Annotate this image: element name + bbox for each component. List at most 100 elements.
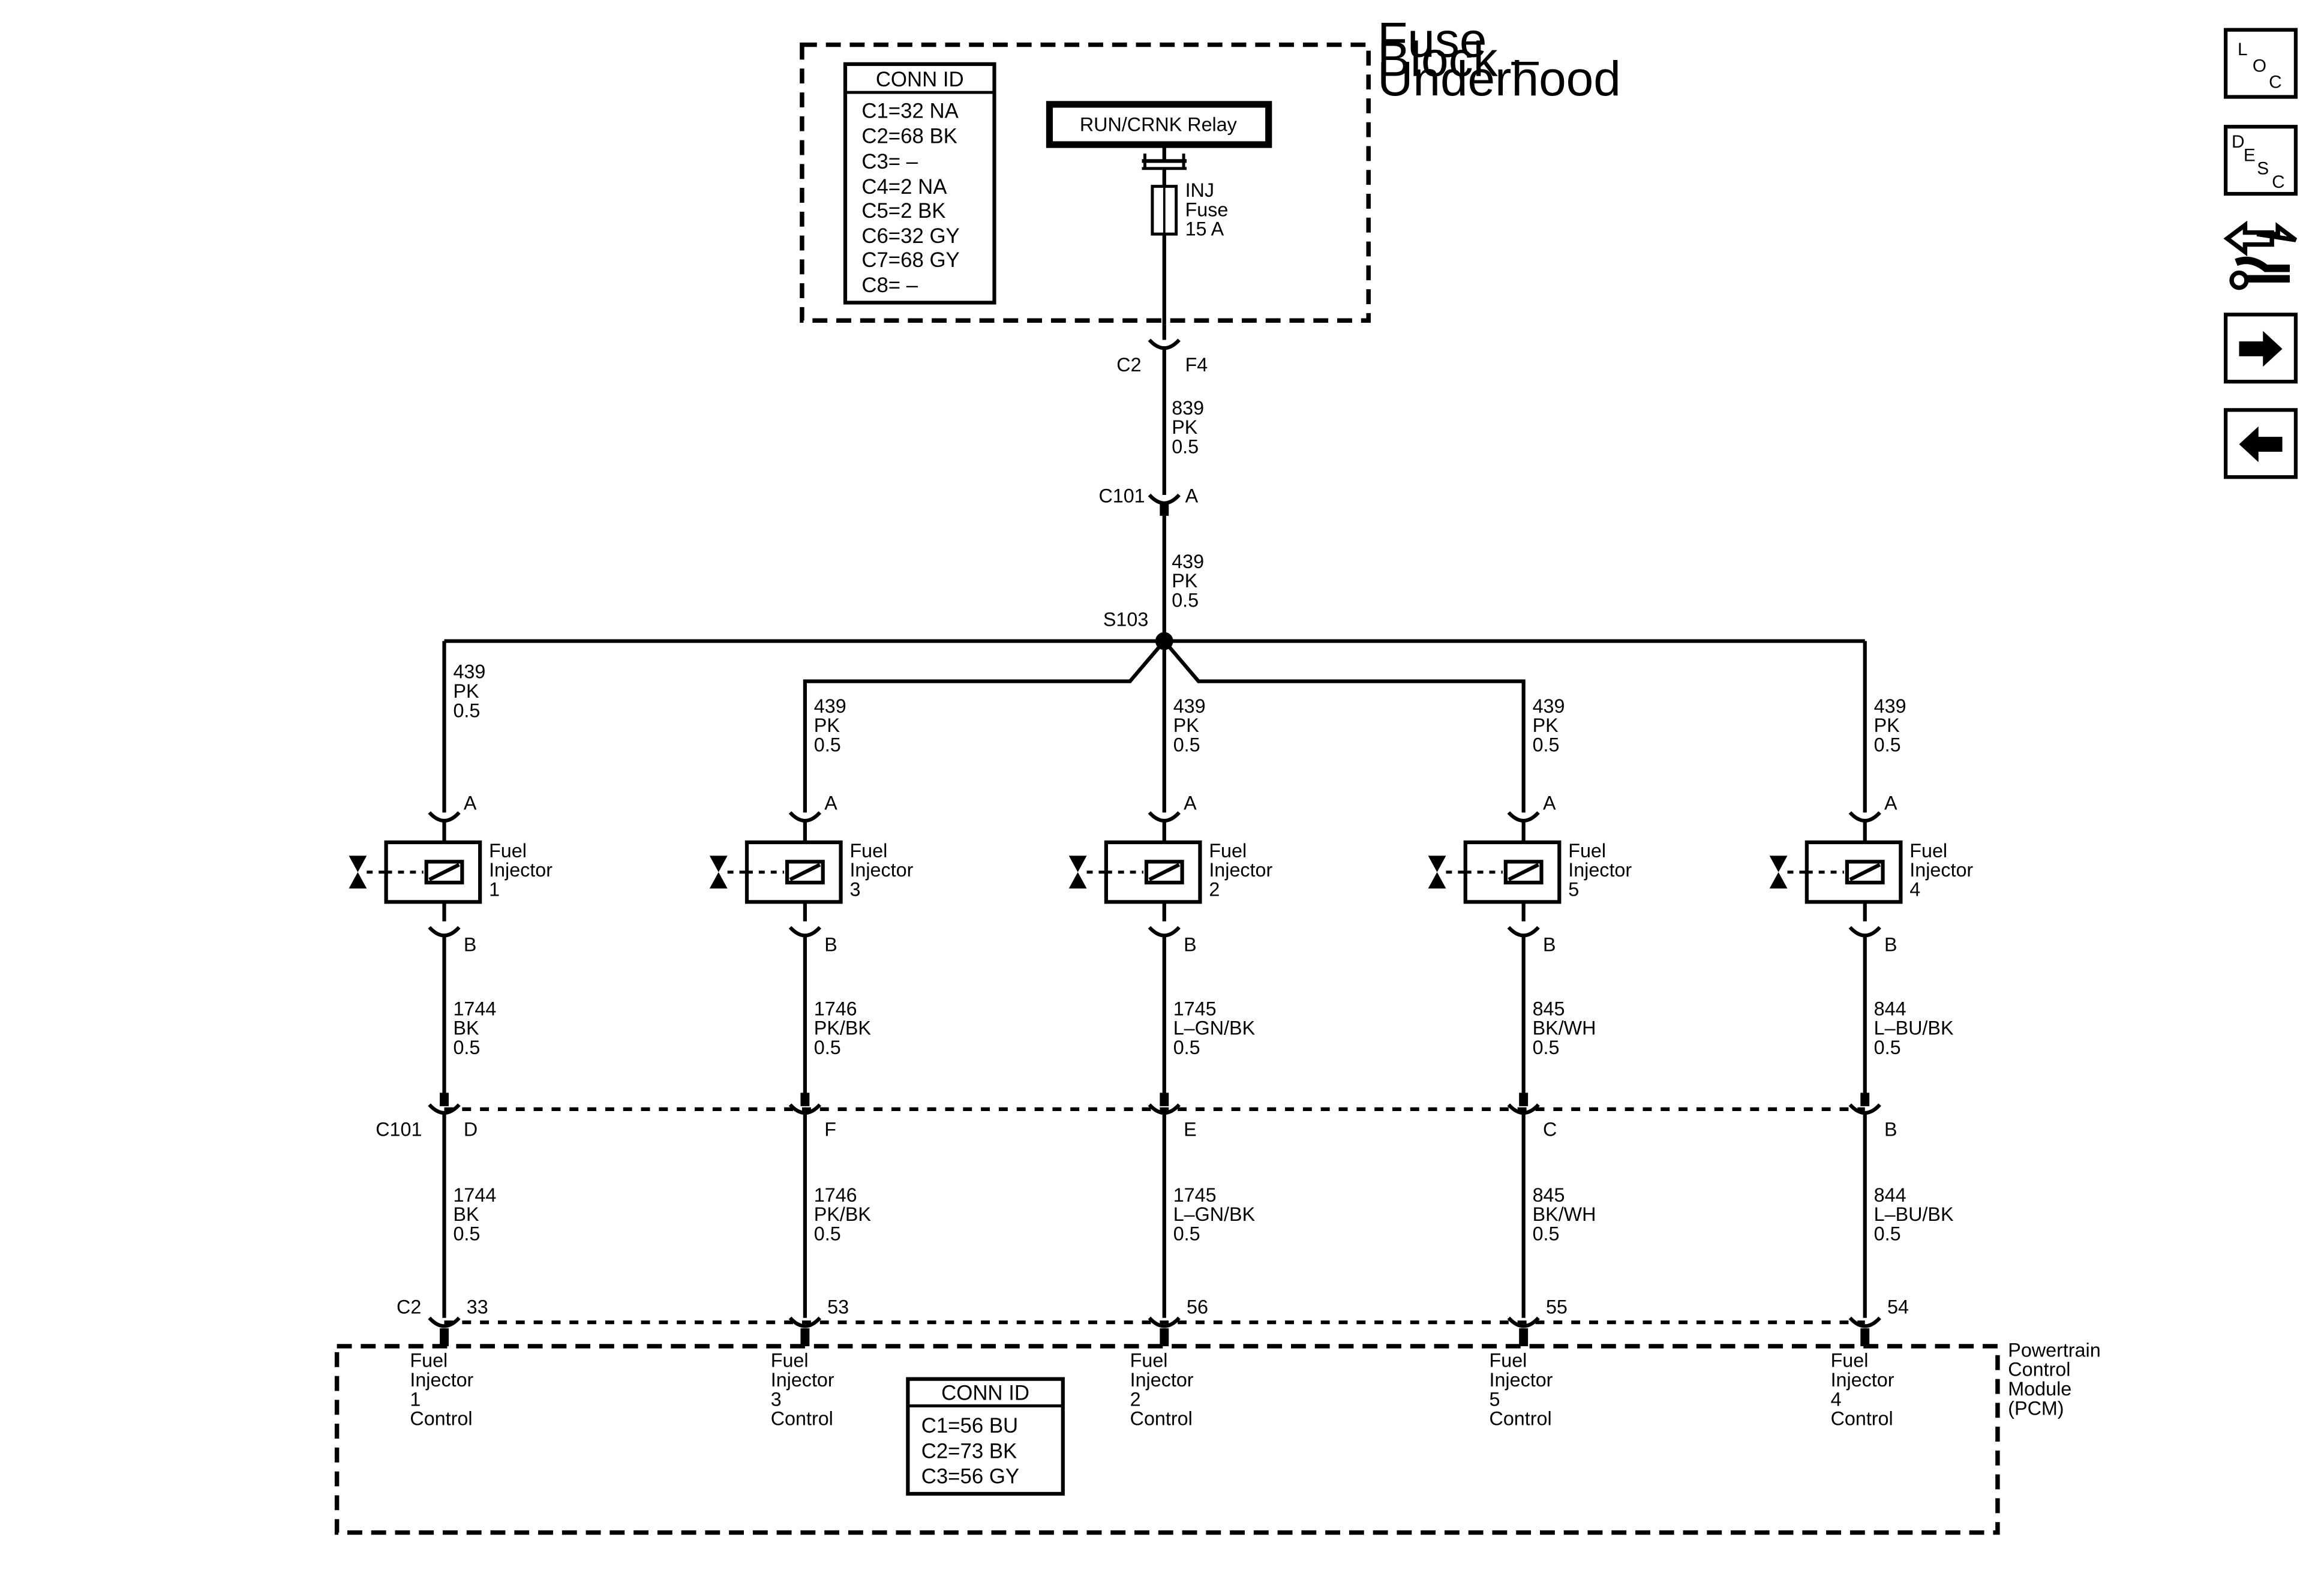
injector-2-ctrl-wire-label: 0.5	[814, 1037, 841, 1058]
lower-c2-label: C2	[397, 1296, 421, 1317]
injector-2-pin-b-label: B	[824, 933, 837, 955]
arrow-left-icon[interactable]	[2223, 408, 2298, 479]
injector-3-pcm-pin: 56	[1187, 1296, 1208, 1317]
injector-2-name: 3	[849, 878, 860, 900]
run-crnk-relay: RUN/CRNK Relay	[1046, 101, 1272, 170]
injector-4-ctrl-wire-label: 0.5	[1533, 1037, 1560, 1058]
injector-4-feed-wire-label: PK	[1533, 715, 1559, 736]
injector-3-pcm-connector	[1148, 1316, 1181, 1328]
pcm-conn-c2: C2=73 BK	[921, 1440, 1017, 1463]
injector-3-pcm-wire-label: 0.5	[1173, 1223, 1200, 1245]
fuse-conn-c1: C1=32 NA	[861, 100, 959, 122]
pcm-conn-c1: C1=56 BU	[921, 1415, 1018, 1437]
fuse-conn-c2: C2=68 BK	[861, 125, 957, 148]
injector-4-feed-wire-label: 0.5	[1533, 734, 1560, 755]
loc-button[interactable]: L O C	[2223, 28, 2298, 99]
injector-4-valve-icon	[1428, 855, 1446, 872]
top-c101-label: C101	[1098, 485, 1145, 506]
injector-2-feed-wire-label: PK	[814, 715, 840, 736]
injector-5-pcm-wire-label: 0.5	[1874, 1223, 1901, 1245]
pcm-title-3: Module	[2008, 1378, 2071, 1400]
desc-button[interactable]: D E S C	[2223, 125, 2298, 196]
injector-5-feed-wire-label: 0.5	[1874, 734, 1901, 755]
injector-2-ctrl-wire-label: 1746	[814, 998, 857, 1019]
top-c2-label: C2	[1116, 354, 1141, 376]
fuse-block-title-1: Fuse	[1377, 13, 1487, 67]
injector-4-pin-a-label: A	[1543, 792, 1556, 813]
lower-c101-label: C101	[376, 1119, 422, 1140]
injector-5-ctrl-wire-label: 844	[1874, 998, 1906, 1019]
injector-1-c101-pin: D	[464, 1119, 478, 1140]
injector-4-name: Injector	[1568, 859, 1632, 881]
relay-label: RUN/CRNK Relay	[1080, 114, 1238, 136]
injector-3-pin-b-connector	[1148, 926, 1181, 938]
injector-5-pcm-pin: 54	[1887, 1296, 1909, 1317]
pcm-conn-id-box: CONN ID C1=56 BU C2=73 BK C3=56 GY	[906, 1377, 1065, 1496]
inj-fuse: INJ Fuse 15 A	[1151, 168, 1229, 325]
injector-4-pin-b-label: B	[1543, 933, 1556, 955]
injector-1-name: 1	[489, 878, 500, 900]
injector-5-pcm-wire-label: L–BU/BK	[1874, 1203, 1954, 1225]
injector-3-feed-wire-label: 439	[1173, 695, 1206, 717]
injector-5-feed-wire-label: PK	[1874, 715, 1900, 736]
injector-1-pcm-pin: 33	[467, 1296, 488, 1317]
injector-5-c101-pin: B	[1884, 1119, 1897, 1140]
wire-839-color: PK	[1172, 416, 1198, 438]
injector-3-pcm-label: Injector	[1130, 1369, 1194, 1391]
injector-2-pin-a-label: A	[824, 792, 837, 813]
injector-2-pcm-wire-label: 1746	[814, 1184, 857, 1206]
injector-3-valve-icon	[1068, 855, 1087, 872]
injector-4-ctrl-wire-label: BK/WH	[1533, 1017, 1596, 1039]
injector-2-pin-a-connector	[788, 811, 822, 822]
injector-2-pcm-connector	[788, 1316, 822, 1328]
injector-4-c101-pin: C	[1543, 1119, 1557, 1140]
fuse-label-2: Fuse	[1185, 199, 1229, 220]
loc-letter-o: O	[2253, 56, 2266, 76]
injector-2-name: Injector	[849, 859, 913, 881]
injector-4-name: 5	[1568, 878, 1579, 900]
injector-4-pcm-label: Injector	[1490, 1369, 1553, 1391]
top-feed-wire: C2 F4 839 PK 0.5 C101 A 439 PK 0.5 S103	[442, 325, 1867, 813]
injector-5-pcm-label: Fuel	[1831, 1350, 1869, 1371]
desc-letter-e: E	[2244, 145, 2256, 165]
injector-2-feed-wire-label: 0.5	[814, 734, 841, 755]
injector-2-pcm-pin: 53	[827, 1296, 849, 1317]
injector-1-pcm-wire-label: 0.5	[453, 1223, 480, 1245]
injector-1-name: Injector	[489, 859, 553, 881]
fuse-conn-c6: C6=32 GY	[861, 225, 959, 248]
arrow-right-icon[interactable]	[2223, 313, 2298, 384]
injector-1-pin-b-connector	[428, 926, 461, 938]
wire-439-size: 0.5	[1172, 589, 1199, 611]
injector-1-valve-icon	[349, 855, 367, 872]
wrench-arrows-icon[interactable]	[2223, 220, 2298, 290]
injector-5-pcm-connector	[1848, 1316, 1881, 1328]
injector-4-pcm-label: 5	[1490, 1388, 1500, 1410]
desc-letter-d: D	[2232, 132, 2245, 152]
fuse-conn-c8: C8= –	[861, 274, 918, 297]
injector-1-feed-wire-label: PK	[453, 680, 479, 702]
fuse-block-underhood: Fuse Block – Underhood CONN ID C1=32 NA …	[800, 13, 1621, 325]
pcm-title-4: (PCM)	[2008, 1397, 2064, 1419]
top-c2-pin: F4	[1185, 354, 1208, 376]
nav-button-column: L O C D E S C	[2223, 28, 2298, 479]
injector-5-pin-b-label: B	[1884, 933, 1897, 955]
fuse-conn-c5: C5=2 BK	[861, 200, 945, 223]
injector-1-feed-wire-label: 439	[453, 661, 485, 683]
injector-5-pin-a-label: A	[1884, 792, 1897, 813]
pcm-conn-c3: C3=56 GY	[921, 1466, 1019, 1488]
injector-5-pin-b-connector	[1848, 926, 1881, 938]
injector-1-feed-wire-label: 0.5	[453, 700, 480, 721]
injector-4-pin-b-connector	[1507, 926, 1540, 938]
wire-439-number: 439	[1172, 551, 1204, 572]
injector-4-pcm-label: Fuel	[1490, 1350, 1527, 1371]
injector-3-pcm-wire-label: L–GN/BK	[1173, 1203, 1256, 1225]
injector-5-pcm-wire-label: 844	[1874, 1184, 1906, 1206]
top-c101-pin: A	[1185, 485, 1199, 506]
injector-1-name: Fuel	[489, 840, 527, 861]
pcm-module: Powertrain Control Module (PCM) CONN ID …	[334, 1339, 2101, 1535]
injector-5-valve-icon	[1769, 855, 1788, 872]
injector-3-ctrl-wire-label: 0.5	[1173, 1037, 1200, 1058]
fuse-block-title-2: Block –	[1377, 32, 1539, 87]
injector-3-pin-a-label: A	[1184, 792, 1197, 813]
